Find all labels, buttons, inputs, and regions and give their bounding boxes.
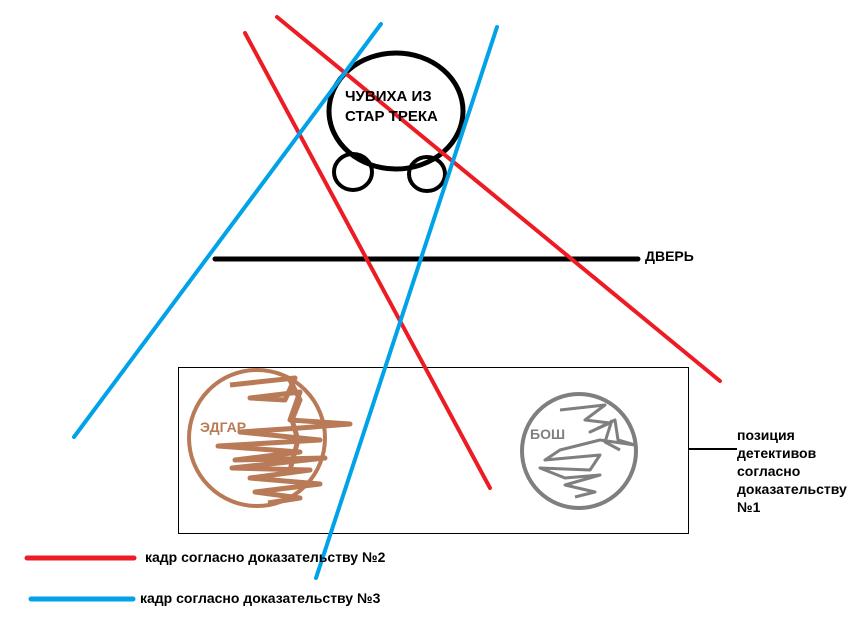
legend-label-evidence-3: кадр согласно доказательству №3 [140,590,381,606]
red-frame-line-right [275,15,722,383]
note-line: №1 [737,499,761,515]
bosch-circle [520,392,638,510]
character-right-foot [407,155,447,193]
legend-label-evidence-2: кадр согласно доказательству №2 [145,549,386,565]
blue-frame-line-right [314,25,499,580]
edgar-scribble [215,375,353,506]
character-label-line2: СТАР ТРЕКА [345,108,438,125]
edgar-label: ЭДГАР [200,419,247,435]
note-line: позиция [737,427,795,443]
character-head [326,50,466,172]
character-left-foot [332,152,374,192]
bosch-figure [520,392,638,510]
character-label-line1: ЧУВИХА ИЗ [345,88,432,105]
detectives-position-box [178,367,689,534]
edgar-circle [187,368,327,508]
red-frame-line-left [243,31,492,490]
blue-frame-line-left [72,22,383,439]
position-note: позиция детективов согласно доказательст… [737,426,847,516]
note-line: доказательству [737,481,847,497]
door-label: ДВЕРЬ [645,248,694,264]
note-line: согласно [737,463,801,479]
edgar-figure [187,368,353,508]
bosch-label: БОШ [530,426,566,442]
character-figure [326,50,466,193]
bosch-scribble [538,403,637,499]
note-line: детективов [737,445,817,461]
